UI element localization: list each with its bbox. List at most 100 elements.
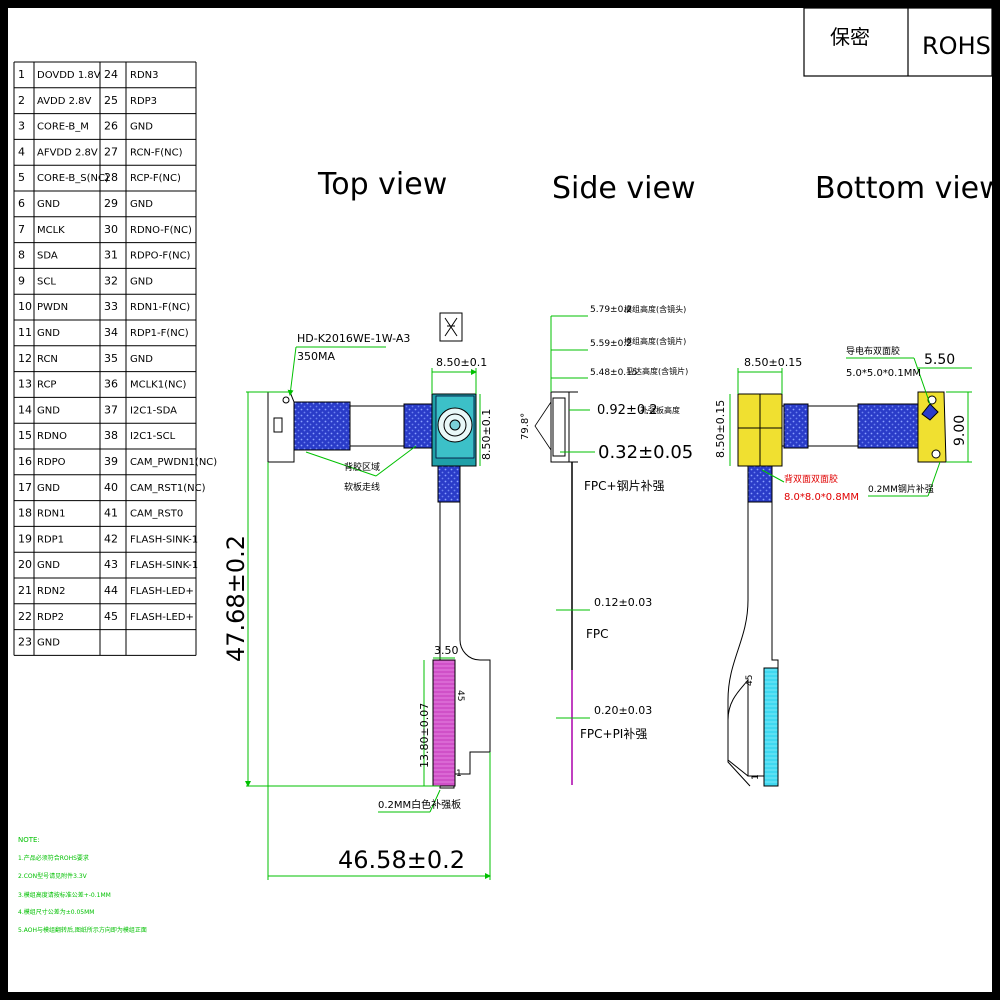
- pin-name: GND: [130, 354, 153, 365]
- top-note-adhesive: 背胶区域: [344, 461, 380, 473]
- bottom-dim-9-00: 9.00: [952, 415, 968, 446]
- pin-name: DOVDD 1.8V: [37, 70, 101, 81]
- side-d2: 0.32±0.05: [598, 442, 693, 463]
- pin-number: 31: [104, 249, 118, 262]
- pin-name: RDPO-F(NC): [130, 251, 191, 262]
- drawing-sheet: [8, 8, 992, 992]
- bottom-note-top: 导电布双面胶: [846, 345, 900, 357]
- pin-name: RDN1-F(NC): [130, 302, 190, 313]
- note-line: 2.CON型号请见附件3.3V: [18, 872, 88, 880]
- top-view-title: Top view: [317, 167, 447, 202]
- pin-number: 23: [18, 636, 32, 649]
- pin-number: 42: [104, 532, 118, 545]
- pin-name: FLASH-LED+: [130, 612, 194, 623]
- pin-name: GND: [37, 560, 60, 571]
- pin-number: 39: [104, 455, 118, 468]
- pin-name: AFVDD 2.8V: [37, 147, 98, 158]
- pin-number: 12: [18, 352, 32, 365]
- pin-number: 11: [18, 326, 32, 339]
- pin-number: 19: [18, 532, 32, 545]
- pin-name: GND: [37, 638, 60, 649]
- side-h3-note: 马达高度(含镜片): [626, 366, 688, 376]
- pin-number: 14: [18, 403, 32, 416]
- pin-name: RDP1-F(NC): [130, 328, 189, 339]
- rohs-label: ROHS: [922, 32, 991, 60]
- top-dim-height: 8.50±0.1: [480, 409, 493, 460]
- pin-name: RDPO: [37, 457, 66, 468]
- bottom-dim-width: 8.50±0.15: [744, 356, 802, 369]
- note-line: 4.模组尺寸公差为±0.05MM: [18, 908, 94, 916]
- header-block: 保密 ROHS: [803, 7, 993, 77]
- pin-name: GND: [37, 199, 60, 210]
- part-current: 350MA: [297, 350, 335, 363]
- pin-number: 40: [104, 481, 118, 494]
- top-dim-connector-width: 3.50: [434, 644, 459, 657]
- side-h2-note: 模组高度(含镜片): [624, 336, 686, 346]
- pin-name: RDN1: [37, 509, 66, 520]
- side-angle: 79.8°: [520, 413, 531, 440]
- pin-name: CORE-B_S(NC): [37, 173, 109, 184]
- note-line: 1.产品必须符合ROHS要求: [18, 854, 89, 862]
- title-block-strip: [8, 992, 992, 1000]
- top-dim-total-height: 47.68±0.2: [222, 535, 250, 662]
- pin-number: 8: [18, 249, 25, 262]
- pin-name: FLASH-LED+: [130, 586, 194, 597]
- pin-name: RCP: [37, 380, 56, 391]
- pin-name: GND: [37, 483, 60, 494]
- pin-name: MCLK1(NC): [130, 380, 186, 391]
- pin-number: 2: [18, 94, 25, 107]
- part-number: HD-K2016WE-1W-A3: [297, 332, 410, 345]
- pin-name: GND: [130, 276, 153, 287]
- pin-name: I2C1-SCL: [130, 431, 176, 442]
- pin-name: FLASH-SINK-1: [130, 534, 198, 545]
- confidential-label: 保密: [830, 25, 870, 49]
- pin-name: RDP1: [37, 534, 64, 545]
- top-note-traces: 软板走线: [344, 481, 380, 493]
- pin-name: RDN2: [37, 586, 66, 597]
- pin-name: RDNO-F(NC): [130, 225, 192, 236]
- pin-name: RCN: [37, 354, 58, 365]
- pin-number: 43: [104, 558, 118, 571]
- pin-name: RDP3: [130, 96, 157, 107]
- pin-number: 17: [18, 481, 32, 494]
- notes-title: NOTE:: [18, 836, 40, 844]
- pin-name: CAM_RST1(NC): [130, 483, 206, 494]
- pin-number: 25: [104, 94, 118, 107]
- top-dim-width: 8.50±0.1: [436, 356, 487, 369]
- pin-number: 45: [104, 610, 118, 623]
- side-d1: 0.92±0.2: [597, 403, 658, 418]
- side-label2: FPC: [586, 627, 609, 641]
- pin-name: PWDN: [37, 302, 68, 313]
- bottom-view-drawing: 45 1 8.50±0.15 8.50±0.15 导电布双面胶 5.0*5.0*…: [714, 345, 972, 787]
- note-line: 3.模组高度请按标准公差+-0.1MM: [18, 891, 111, 899]
- pin-number: 34: [104, 326, 118, 339]
- pin-number: 1: [18, 68, 25, 81]
- pin-number: 32: [104, 274, 118, 287]
- pin-name: GND: [130, 122, 153, 133]
- top-view-drawing: 45 1 HD-K2016WE-1W-A3 350MA 8.50±0.1 8.5…: [222, 312, 493, 880]
- pin-number: 30: [104, 223, 118, 236]
- pin-number: 29: [104, 197, 118, 210]
- side-d4: 0.20±0.03: [594, 704, 652, 717]
- pin-number: 5: [18, 171, 25, 184]
- pin-number: 9: [18, 274, 25, 287]
- pin-number: 33: [104, 300, 118, 313]
- pin-number: 7: [18, 223, 25, 236]
- pin-number: 44: [104, 584, 118, 597]
- pin-name: GND: [37, 328, 60, 339]
- pin-number: 38: [104, 429, 118, 442]
- bottom-red-dim: 8.0*8.0*0.8MM: [784, 492, 859, 503]
- top-note-stiffener: 0.2MM白色补强板: [378, 798, 461, 811]
- pin-name: GND: [37, 405, 60, 416]
- pin-name: CAM_PWDN1(NC): [130, 457, 217, 468]
- pin-number: 6: [18, 197, 25, 210]
- notes-block: NOTE: 1.产品必须符合ROHS要求 2.CON型号请见附件3.3V 3.模…: [18, 836, 147, 934]
- pin-name: AVDD 2.8V: [37, 96, 92, 107]
- pin-number: 16: [18, 455, 32, 468]
- pin-name: SDA: [37, 251, 58, 262]
- pin-number: 28: [104, 171, 118, 184]
- top-dim-connector-height: 13.80±0.07: [418, 703, 431, 768]
